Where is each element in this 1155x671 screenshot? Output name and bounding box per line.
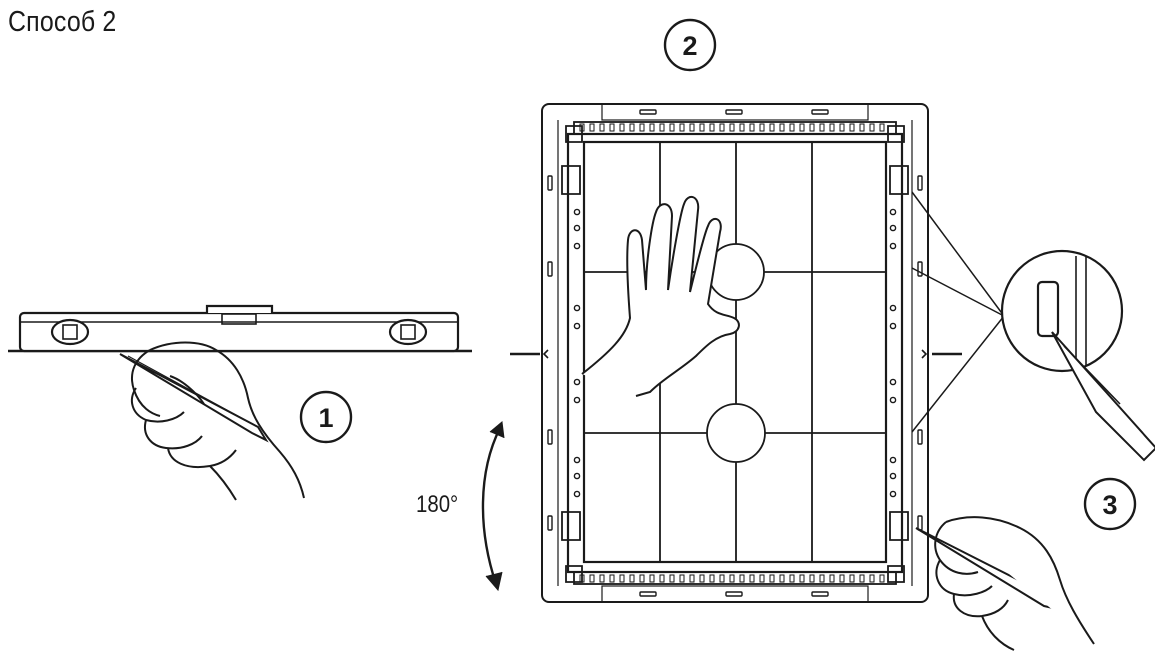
step3-badge: 3 <box>1083 477 1137 531</box>
step2-number: 2 <box>682 31 697 61</box>
step1-badge: 1 <box>299 390 353 444</box>
hand-with-pencil-icon <box>119 341 305 501</box>
step3-number: 3 <box>1102 490 1117 520</box>
open-palm-icon <box>581 195 740 397</box>
step1-number: 1 <box>318 403 333 433</box>
method-title: Способ 2 <box>8 6 117 38</box>
leader-lines <box>911 191 1005 433</box>
enclosure-panel <box>510 103 962 603</box>
spirit-level-icon <box>18 304 460 353</box>
hand-with-pencil-icon <box>915 516 1095 651</box>
step2-badge: 2 <box>663 18 717 72</box>
magnified-slot-icon <box>1000 249 1155 462</box>
step1-group: 1 <box>8 304 472 501</box>
rotation-arrow-icon <box>481 421 505 592</box>
rotation-angle-label: 180° <box>416 491 459 518</box>
